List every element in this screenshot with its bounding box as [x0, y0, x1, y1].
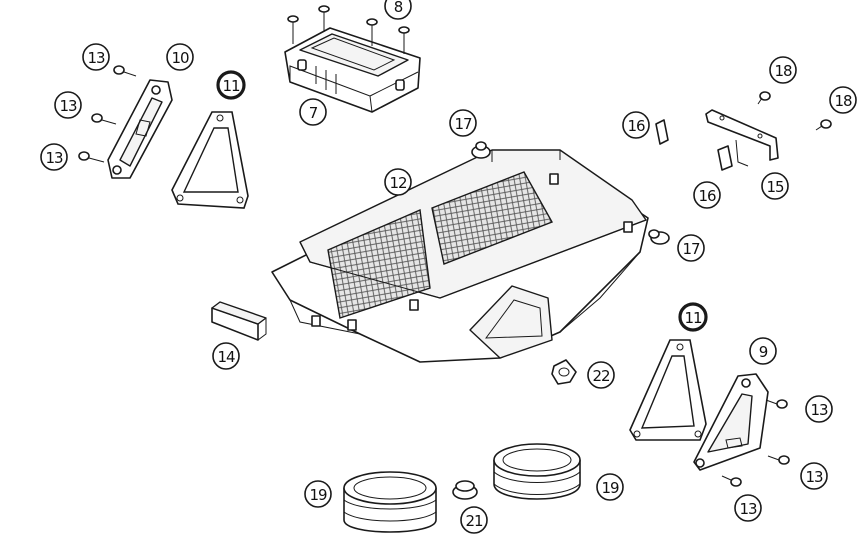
callout-13: 13: [800, 462, 828, 490]
callout-13: 13: [805, 395, 833, 423]
callout-13: 13: [734, 494, 762, 522]
callout-ring: [587, 361, 615, 389]
part-13-screws: [78, 65, 790, 487]
callout-13: 13: [82, 43, 110, 71]
callout-ring: [800, 462, 828, 490]
callout-14: 14: [212, 342, 240, 370]
callout-number: 17: [454, 115, 472, 133]
callout-number: 16: [627, 117, 645, 135]
callout-13: 13: [40, 143, 68, 171]
callout-11: 11: [216, 70, 246, 100]
callout-number: 18: [834, 92, 852, 110]
callout-number: 10: [171, 49, 189, 67]
callout-number: 15: [766, 178, 784, 196]
callout-ring: [678, 302, 708, 332]
callout-ring: [384, 0, 412, 20]
callout-ring: [749, 337, 777, 365]
callout-16: 16: [693, 181, 721, 209]
callout-11: 11: [678, 302, 708, 332]
callout-16: 16: [622, 111, 650, 139]
callout-number: 13: [810, 401, 828, 419]
callout-number: 7: [309, 104, 318, 122]
callout-19: 19: [596, 473, 624, 501]
callout-number: 18: [774, 62, 792, 80]
callout-number: 19: [601, 479, 619, 497]
callout-number: 13: [45, 149, 63, 167]
callout-22: 22: [587, 361, 615, 389]
callout-18: 18: [769, 56, 797, 84]
callout-21: 21: [460, 506, 488, 534]
callout-number: 8: [394, 0, 403, 16]
callout-ring: [693, 181, 721, 209]
part-18-screws: [757, 91, 832, 131]
part-21-plug: [452, 480, 478, 500]
callout-17: 17: [677, 234, 705, 262]
callout-number: 21: [465, 512, 483, 530]
callout-15: 15: [761, 172, 789, 200]
callout-ring: [805, 395, 833, 423]
callout-number: 16: [698, 187, 716, 205]
callout-number: 19: [309, 486, 327, 504]
callout-ring: [596, 473, 624, 501]
part-15-bracket-plate: [705, 109, 779, 167]
callout-18: 18: [829, 86, 857, 114]
callout-ring: [166, 43, 194, 71]
part-19-sleeves: [343, 443, 581, 533]
callout-number: 22: [592, 367, 610, 385]
part-8-screws: [287, 5, 410, 54]
callout-8: 8: [384, 0, 412, 20]
callout-ring: [384, 168, 412, 196]
callout-ring: [212, 342, 240, 370]
part-11-gasket-right: [629, 339, 707, 441]
part-12-airbox: [271, 149, 649, 363]
part-10-bracket: [107, 79, 173, 179]
callout-labels: 7 8 9 10 11 11 12 13 13 13 13 13 13 14 15 16 16 17 17 18 18 1…: [40, 0, 857, 534]
callout-number: 11: [222, 77, 240, 95]
callout-number: 13: [87, 49, 105, 67]
callout-ring: [299, 98, 327, 126]
callout-ring: [216, 70, 246, 100]
callout-ring: [734, 494, 762, 522]
callout-ring: [761, 172, 789, 200]
callout-ring: [829, 86, 857, 114]
callout-ring: [82, 43, 110, 71]
callout-ring: [449, 109, 477, 137]
part-22-fitting: [551, 359, 577, 385]
part-17-grommets: [471, 141, 670, 245]
callout-9: 9: [749, 337, 777, 365]
part-16-clips: [655, 119, 733, 171]
part-7-cover: [284, 27, 421, 113]
part-14-block: [211, 301, 267, 341]
callout-number: 13: [59, 97, 77, 115]
callout-number: 11: [684, 309, 702, 327]
callout-ring: [769, 56, 797, 84]
callout-10: 10: [166, 43, 194, 71]
callout-12: 12: [384, 168, 412, 196]
part-11-gasket-left: [171, 111, 249, 209]
callout-number: 13: [805, 468, 823, 486]
callout-19: 19: [304, 480, 332, 508]
callout-7: 7: [299, 98, 327, 126]
callout-ring: [304, 480, 332, 508]
callout-17: 17: [449, 109, 477, 137]
callout-ring: [54, 91, 82, 119]
callout-number: 9: [759, 343, 768, 361]
callout-13: 13: [54, 91, 82, 119]
callout-number: 17: [682, 240, 700, 258]
callout-ring: [460, 506, 488, 534]
part-9-bracket: [693, 373, 769, 471]
callout-ring: [622, 111, 650, 139]
callout-number: 13: [739, 500, 757, 518]
callout-ring: [40, 143, 68, 171]
callout-ring: [677, 234, 705, 262]
callout-number: 14: [217, 348, 235, 366]
callout-number: 12: [389, 174, 407, 192]
